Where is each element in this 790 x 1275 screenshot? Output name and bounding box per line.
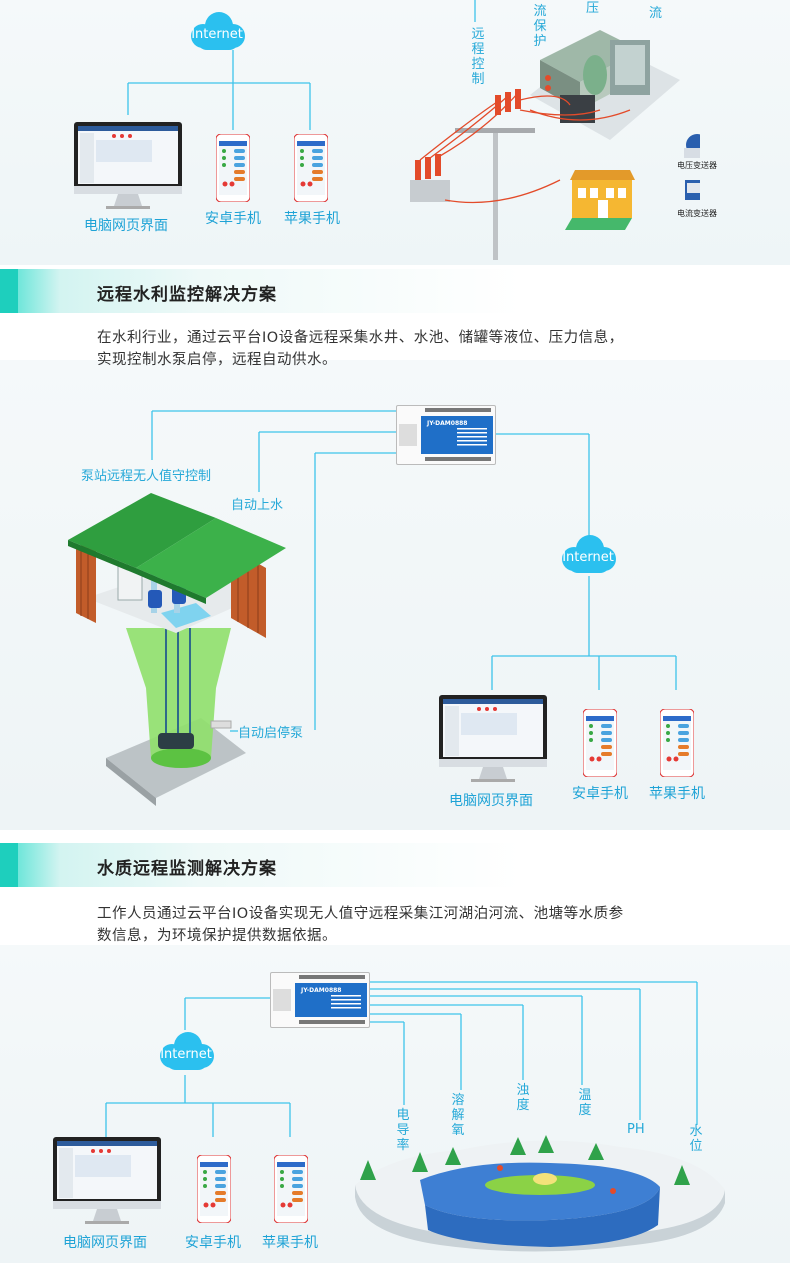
phone-icon: [197, 1155, 231, 1223]
water-section-title: 远程水利监控解决方案: [97, 285, 277, 305]
quality-section-title: 水质远程监测解决方案: [97, 859, 277, 879]
desktop-monitor: [53, 1137, 161, 1225]
pump-station-illustration: [66, 488, 291, 808]
device-label-android: 安卓手机: [185, 1235, 241, 1251]
water-description-line1: 在水利行业，通过云平台IO设备远程采集水井、水池、储罐等液位、压力信息，: [97, 330, 624, 346]
sensor-label-temperature: 温度: [578, 1088, 592, 1118]
desktop-monitor: [74, 122, 182, 209]
label-current-transmitter: 电流变送器: [677, 209, 717, 218]
cloud-label: Internet: [562, 550, 614, 565]
sensor-label-ph: PH: [627, 1122, 645, 1137]
sensor-label-turbidity: 浊度: [516, 1083, 530, 1113]
io-device: JY-DAM0888: [270, 972, 370, 1028]
terminal-strip-icon: [273, 975, 365, 1024]
lake-icon: [355, 1135, 725, 1252]
quality-section-header: 水质远程监测解决方案: [0, 843, 790, 887]
quality-description-line2: 数信息，为环境保护提供数据依据。: [97, 928, 337, 944]
phone-android: [583, 709, 617, 777]
device-panel: [421, 416, 493, 454]
power-substation-illustration: [400, 0, 700, 265]
monitor-icon: [439, 695, 547, 782]
phone-iphone: [274, 1155, 308, 1223]
label-pump-station: 泵站远程无人值守控制: [81, 469, 212, 484]
phone-android: [197, 1155, 231, 1223]
monitor-icon: [53, 1137, 161, 1224]
device-label-android: 安卓手机: [205, 211, 261, 227]
device-label-pc: 电脑网页界面: [449, 793, 533, 809]
internet-cloud: Internet: [150, 1030, 222, 1074]
water-description: 在水利行业，通过云平台IO设备远程采集水井、水池、储罐等液位、压力信息， 实现控…: [97, 327, 624, 371]
quality-description-line1: 工作人员通过云平台IO设备实现无人值守远程采集江河湖泊河流、池塘等水质参: [97, 906, 624, 922]
phone-icon: [274, 1155, 308, 1223]
label-voltage-partial: 压: [586, 1, 600, 16]
water-description-line2: 实现控制水泵启停，远程自动供水。: [97, 352, 337, 368]
cloud-label: Internet: [160, 1047, 212, 1062]
cloud-label: Internet: [191, 27, 243, 42]
device-model: JY-DAM0888: [301, 987, 342, 994]
quality-description: 工作人员通过云平台IO设备实现无人值守远程采集江河湖泊河流、池塘等水质参 数信息…: [97, 903, 624, 947]
label-overcurrent-protect: 流保护: [533, 4, 547, 49]
lake-illustration: [350, 1125, 730, 1255]
cloud-icon: [160, 1032, 214, 1070]
pump-house-icon: [68, 493, 286, 806]
phone-iphone: [660, 709, 694, 777]
device-label-iphone: 苹果手机: [649, 786, 705, 802]
cloud-icon: [191, 12, 245, 50]
desktop-monitor: [439, 695, 547, 783]
phone-icon: [660, 709, 694, 777]
sensor-label-water-level: 水位: [689, 1124, 703, 1154]
terminal-strip-icon: [399, 408, 491, 461]
label-auto-pump: 自动启停泵: [238, 726, 304, 741]
device-label-iphone: 苹果手机: [284, 211, 340, 227]
device-model: JY-DAM0888: [427, 420, 468, 427]
phone-icon: [294, 134, 328, 202]
substation-icon: [410, 30, 700, 260]
io-device: JY-DAM0888: [396, 405, 496, 465]
internet-cloud: Internet: [181, 10, 253, 54]
label-remote-control: 远程控制: [471, 27, 485, 87]
header-accent-bar: [0, 269, 18, 313]
label-current-partial: 流: [649, 6, 663, 21]
phone-icon: [583, 709, 617, 777]
device-label-android: 安卓手机: [572, 786, 628, 802]
label-auto-fill: 自动上水: [231, 498, 284, 513]
header-accent-bar: [0, 843, 18, 887]
device-label-pc: 电脑网页界面: [63, 1235, 147, 1251]
monitor-icon: [74, 122, 182, 209]
cloud-icon: [562, 535, 616, 573]
phone-icon: [216, 134, 250, 202]
phone-iphone: [294, 134, 328, 202]
device-label-pc: 电脑网页界面: [84, 218, 168, 234]
internet-cloud: Internet: [552, 533, 624, 577]
sensor-label-dissolved-oxygen: 溶解氧: [451, 1093, 465, 1138]
device-label-iphone: 苹果手机: [262, 1235, 318, 1251]
phone-android: [216, 134, 250, 202]
sensor-label-conductivity: 电导率: [396, 1108, 410, 1153]
label-voltage-transmitter: 电压变送器: [677, 161, 717, 170]
water-section-header: 远程水利监控解决方案: [0, 269, 790, 313]
